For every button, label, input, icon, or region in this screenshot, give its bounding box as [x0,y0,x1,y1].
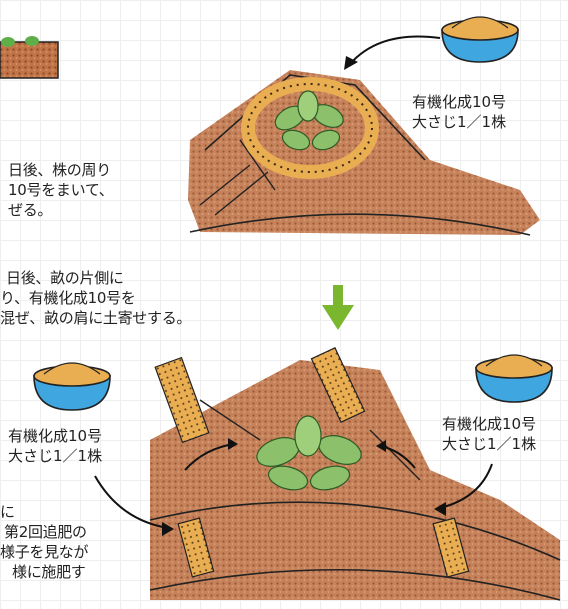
instruction-step3-line4: 様に施肥す [12,563,86,581]
instruction-step1-line3: ぜる。 [8,201,53,219]
planter-box-fragment [0,36,59,79]
fertilizer-label-bottom-right: 有機化成10号 大さじ1／1株 [442,414,536,454]
pointer-arrowhead-top [344,56,358,70]
fertilizer-bowl-icon [33,362,111,411]
instruction-step2-line2: り、有機化成10号を [0,289,136,307]
fertilizer-label-bottom-left: 有機化成10号 大さじ1／1株 [8,426,102,466]
pointer-arrowhead-left [162,522,174,536]
ridge-top [188,70,540,236]
pointer-arrow-right [439,463,493,509]
plant-bottom [256,415,362,491]
fertilizer-name: 有機化成10号 [412,93,507,111]
pointer-arrow-left [94,475,169,529]
instruction-step2: 日後、畝の片側に り、有機化成10号を 混ぜ、畝の肩に土寄せする。 [0,268,191,328]
fertilizer-bowl-icon [475,354,553,403]
instruction-step1-line1: 日後、株の周り [8,161,111,179]
fertilizer-bowl-icon [441,16,519,63]
fertilizer-label-top: 有機化成10号 大さじ1／1株 [412,92,506,132]
fertilizer-amount: 大さじ1／1株 [412,113,507,131]
pointer-arrowhead-right [434,502,446,516]
fertilizer-name: 有機化成10号 [442,415,537,433]
plant-top [274,90,344,151]
instruction-step1: 日後、株の周り 10号をまいて、 ぜる。 [0,160,114,220]
instruction-step3-line1: に [0,503,15,521]
ridge-bottom [149,346,561,601]
instruction-step3-line3: 様子を見なが [0,543,89,561]
fertilizer-amount: 大さじ1／1株 [8,447,103,465]
instruction-step3-line2: 第2回追肥の [4,523,87,541]
instruction-step1-line2: 10号をまいて、 [8,181,114,199]
instruction-step3: に 第2回追肥の 様子を見なが 様に施肥す [0,502,89,582]
instruction-step2-line3: 混ぜ、畝の肩に土寄せする。 [0,309,192,327]
fertilizer-name: 有機化成10号 [8,427,103,445]
instruction-step2-line1: 日後、畝の片側に [6,269,124,287]
fertilizer-amount: 大さじ1／1株 [442,435,537,453]
down-arrow-icon [322,285,354,330]
pointer-arrow-top [349,35,441,65]
